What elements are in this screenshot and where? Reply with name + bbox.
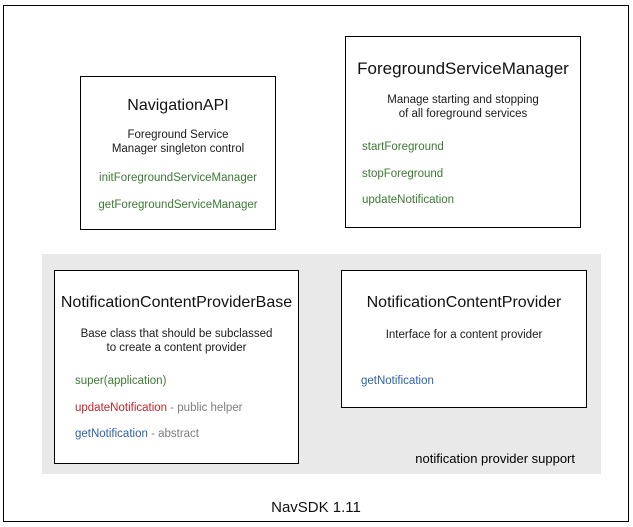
member-row[interactable]: getNotification - abstract [75,428,298,441]
class-box-notification-content-provider-base[interactable]: NotificationContentProviderBase Base cla… [54,270,299,464]
member-note: - abstract [147,428,200,441]
class-description-line: Manager singleton control [111,143,245,156]
member-row[interactable]: updateNotification [362,194,580,207]
class-description-line: of all foreground services [398,108,528,121]
member-row[interactable]: updateNotification - public helper [75,401,298,415]
member-row[interactable]: initForegroundServiceManager [81,172,275,185]
member-name: stopForeground [362,167,444,180]
diagram-outer-frame: notification provider support Navigation… [3,5,629,522]
member-name: getForegroundServiceManager [98,198,258,211]
class-description-notification-content-provider: Interface for a content provider [342,328,586,343]
class-description-navigation-api: Foreground Service Manager singleton con… [81,128,275,157]
class-description-line: Foreground Service [127,128,229,141]
member-note: - public helper [167,401,243,414]
member-list-navigation-api: initForegroundServiceManager getForegrou… [81,172,275,212]
class-description-line: to create a content provider [106,342,247,355]
class-box-foreground-service-manager[interactable]: ForegroundServiceManager Manage starting… [345,36,581,228]
class-description-foreground-service-manager: Manage starting and stopping of all fore… [346,93,580,122]
member-name: getNotification [75,428,148,441]
class-description-line: Interface for a content provider [385,328,543,341]
class-description-line: Manage starting and stopping [387,93,539,106]
member-name: getNotification [361,375,434,388]
member-row[interactable]: getForegroundServiceManager [81,198,275,212]
member-row[interactable]: stopForeground [362,167,580,181]
class-title-foreground-service-manager: ForegroundServiceManager [357,59,569,78]
member-name: super(application) [75,375,167,388]
member-row[interactable]: getNotification [361,376,586,388]
class-box-notification-content-provider[interactable]: NotificationContentProvider Interface fo… [341,270,587,408]
member-list-foreground-service-manager: startForeground stopForeground updateNot… [346,141,580,207]
member-list-notification-content-provider-base: super(application) updateNotification - … [55,375,298,441]
member-name: startForeground [362,141,444,154]
class-title-notification-content-provider-base: NotificationContentProviderBase [60,294,293,311]
class-description-line: Base class that should be subclassed [80,327,273,340]
class-description-notification-content-provider-base: Base class that should be subclassed to … [55,327,298,356]
class-title-navigation-api: NavigationAPI [127,97,229,114]
member-name: updateNotification [362,194,455,207]
class-box-navigation-api[interactable]: NavigationAPI Foreground Service Manager… [80,76,276,230]
member-name: initForegroundServiceManager [99,172,257,185]
group-panel-label: notification provider support [415,451,575,466]
diagram-caption: NavSDK 1.11 [271,499,361,516]
member-row[interactable]: super(application) [75,375,298,388]
class-title-notification-content-provider: NotificationContentProvider [366,294,562,311]
member-row[interactable]: startForeground [362,141,580,154]
member-name: updateNotification [75,401,168,414]
member-list-notification-content-provider: getNotification [342,376,586,388]
